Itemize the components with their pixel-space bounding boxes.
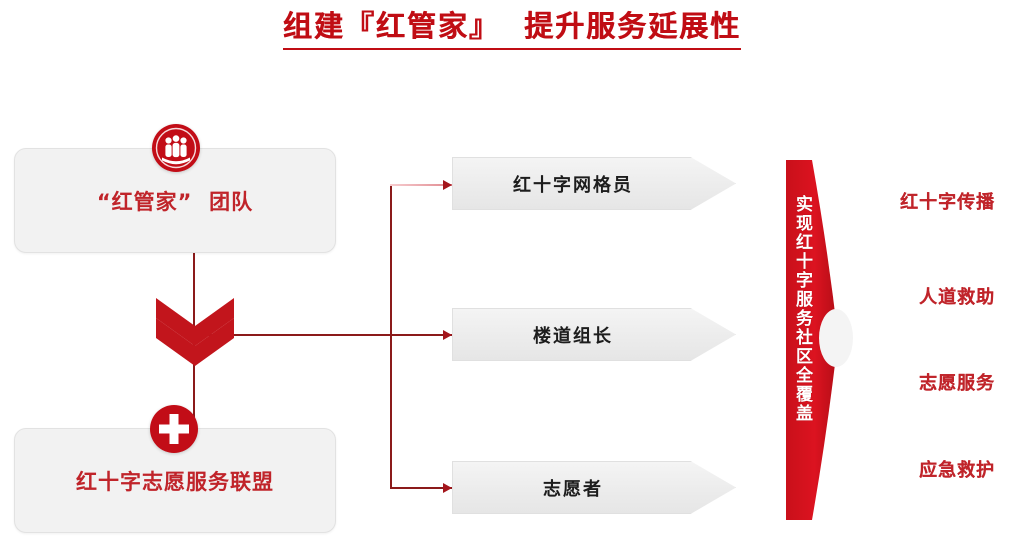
chevron-node-label: 红十字网格员 [513, 174, 633, 196]
chevron-node-volunteer[interactable]: 志愿者 [452, 461, 736, 514]
chevron-shape [452, 308, 736, 361]
chevron-node-grid-member[interactable]: 红十字网格员 [452, 157, 736, 210]
banner-text: 实现红十字服务社区全覆盖 [792, 195, 812, 423]
chevron-shape [452, 157, 736, 210]
chevron-node-label: 楼道组长 [533, 325, 613, 347]
node-team-label: “红管家” 团队 [96, 189, 254, 214]
chevron-shape [452, 461, 736, 514]
red-cross-icon [150, 405, 198, 453]
chevron-node-building-leader[interactable]: 楼道组长 [452, 308, 736, 361]
node-alliance-label: 红十字志愿服务联盟 [76, 469, 274, 494]
people-group-icon [152, 124, 200, 172]
arrowhead-middle-icon [443, 330, 452, 340]
connector-vertical-branch [390, 184, 392, 488]
connector-horizontal-middle [193, 334, 452, 336]
arrowhead-bottom-icon [443, 483, 452, 493]
vertical-red-banner [766, 160, 876, 520]
outcome-label-communication: 红十字传播 [900, 192, 995, 213]
outcome-label-volunteer-service: 志愿服务 [919, 373, 995, 394]
connector-horizontal-bottom [390, 487, 452, 489]
arrowhead-top-icon [443, 180, 452, 190]
double-chevron-down-icon [152, 296, 238, 366]
page-title-text: 组建『红管家』 提升服务延展性 [282, 8, 742, 51]
connector-horizontal-top [390, 184, 452, 186]
chevron-node-label: 志愿者 [543, 478, 603, 500]
page-title: 组建『红管家』 提升服务延展性 [0, 8, 1024, 51]
outcome-label-humanitarian-aid: 人道救助 [919, 287, 995, 308]
outcome-label-emergency-care: 应急救护 [919, 460, 995, 481]
